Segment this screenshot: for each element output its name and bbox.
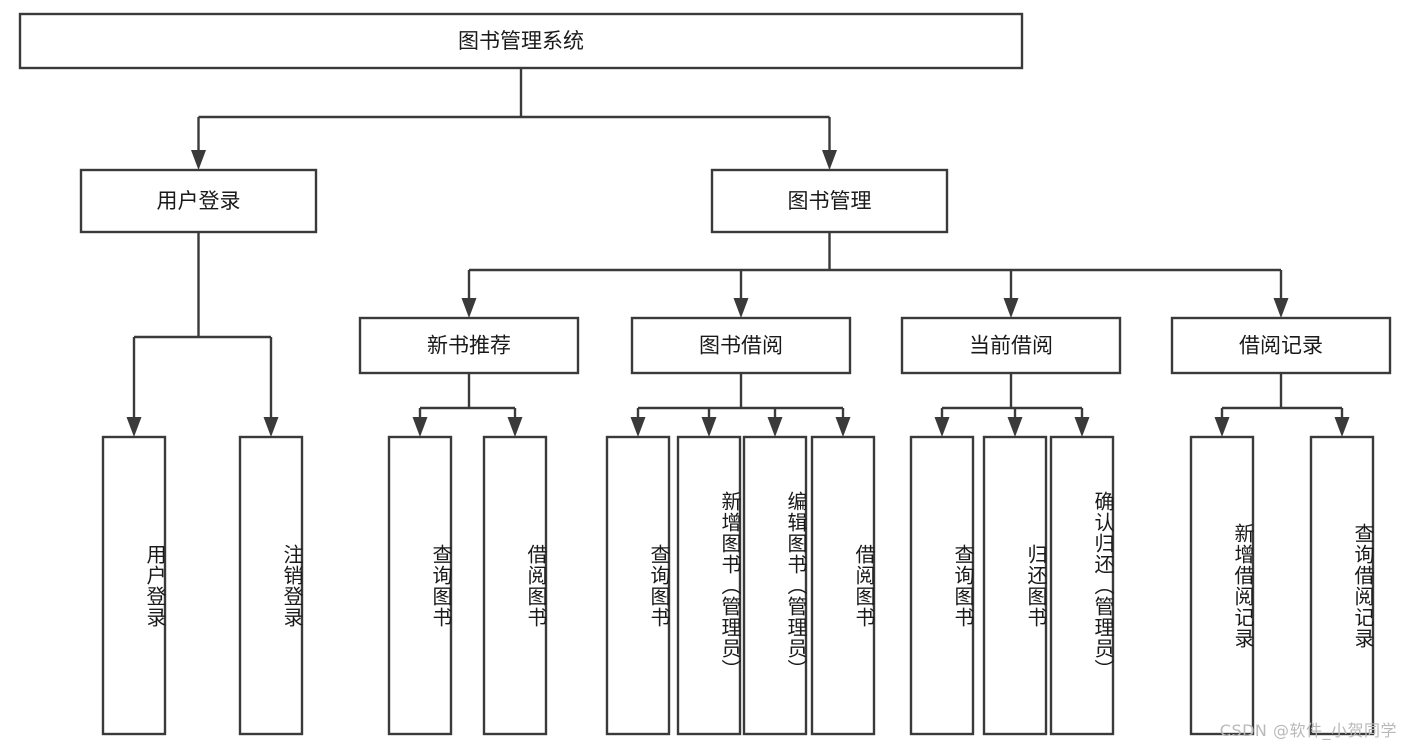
arrow-head-icon-leaf-borrow-book-1 xyxy=(507,417,523,437)
node-box-new-book-rec[interactable] xyxy=(358,316,580,375)
arrow-head-icon-current-borrow xyxy=(1003,298,1019,318)
node-box-book-borrow[interactable] xyxy=(630,316,852,375)
arrow-head-icon-leaf-user-login xyxy=(126,417,142,437)
arrow-head-icon-new-book-rec xyxy=(461,298,477,318)
arrow-head-icon-leaf-query-record xyxy=(1334,417,1350,437)
arrow-head-icon-leaf-add-record xyxy=(1214,417,1230,437)
arrow-head-icon-borrow-record xyxy=(1273,298,1289,318)
node-boxes-group xyxy=(18,12,1392,736)
arrow-head-icon-leaf-query-book-1 xyxy=(412,417,428,437)
connectors-group xyxy=(126,68,1350,437)
node-label-current-borrow: 当前借阅 xyxy=(969,334,1053,358)
node-box-leaf-user-login[interactable] xyxy=(101,435,167,736)
node-label-book-borrow: 图书借阅 xyxy=(699,334,783,358)
node-box-leaf-borrow-book-2[interactable] xyxy=(810,435,876,736)
arrow-head-icon-leaf-confirm-return xyxy=(1074,417,1090,437)
node-box-leaf-query-book-3[interactable] xyxy=(909,435,975,736)
node-label-root: 图书管理系统 xyxy=(458,29,584,53)
node-box-leaf-borrow-book-1[interactable] xyxy=(482,435,548,736)
arrow-head-icon-user-login xyxy=(191,150,206,170)
node-box-leaf-confirm-return[interactable] xyxy=(1049,435,1115,736)
arrow-head-icon-leaf-return-book xyxy=(1007,417,1023,437)
node-box-borrow-record[interactable] xyxy=(1170,316,1392,375)
node-box-root[interactable] xyxy=(18,12,1024,70)
node-label-borrow-record: 借阅记录 xyxy=(1239,334,1323,358)
node-box-leaf-add-record[interactable] xyxy=(1189,435,1255,736)
arrow-head-icon-leaf-query-book-3 xyxy=(934,417,950,437)
node-box-leaf-query-book-1[interactable] xyxy=(387,435,453,736)
arrow-head-icon-leaf-add-book xyxy=(701,417,717,437)
node-label-new-book-rec: 新书推荐 xyxy=(427,334,511,358)
node-box-leaf-add-book[interactable] xyxy=(676,435,742,736)
node-label-book-manage: 图书管理 xyxy=(788,189,872,213)
node-box-leaf-return-book[interactable] xyxy=(982,435,1048,736)
node-box-current-borrow[interactable] xyxy=(900,316,1122,375)
arrow-head-icon-leaf-logout xyxy=(263,417,279,437)
arrow-head-icon-book-borrow xyxy=(733,298,749,318)
arrow-head-icon-leaf-borrow-book-2 xyxy=(835,417,851,437)
arrow-head-icon-book-manage xyxy=(822,150,837,170)
node-box-book-manage[interactable] xyxy=(710,168,949,234)
arrow-head-icon-leaf-edit-book xyxy=(767,417,783,437)
node-box-user-login[interactable] xyxy=(79,168,318,234)
node-box-leaf-query-record[interactable] xyxy=(1309,435,1375,736)
node-box-leaf-query-book-2[interactable] xyxy=(605,435,671,736)
node-box-leaf-edit-book[interactable] xyxy=(742,435,808,736)
node-box-leaf-logout[interactable] xyxy=(238,435,304,736)
watermark-text: CSDN @软件_小贺同学 xyxy=(1219,721,1397,740)
arrow-head-icon-leaf-query-book-2 xyxy=(630,417,646,437)
node-label-user-login: 用户登录 xyxy=(157,189,241,213)
